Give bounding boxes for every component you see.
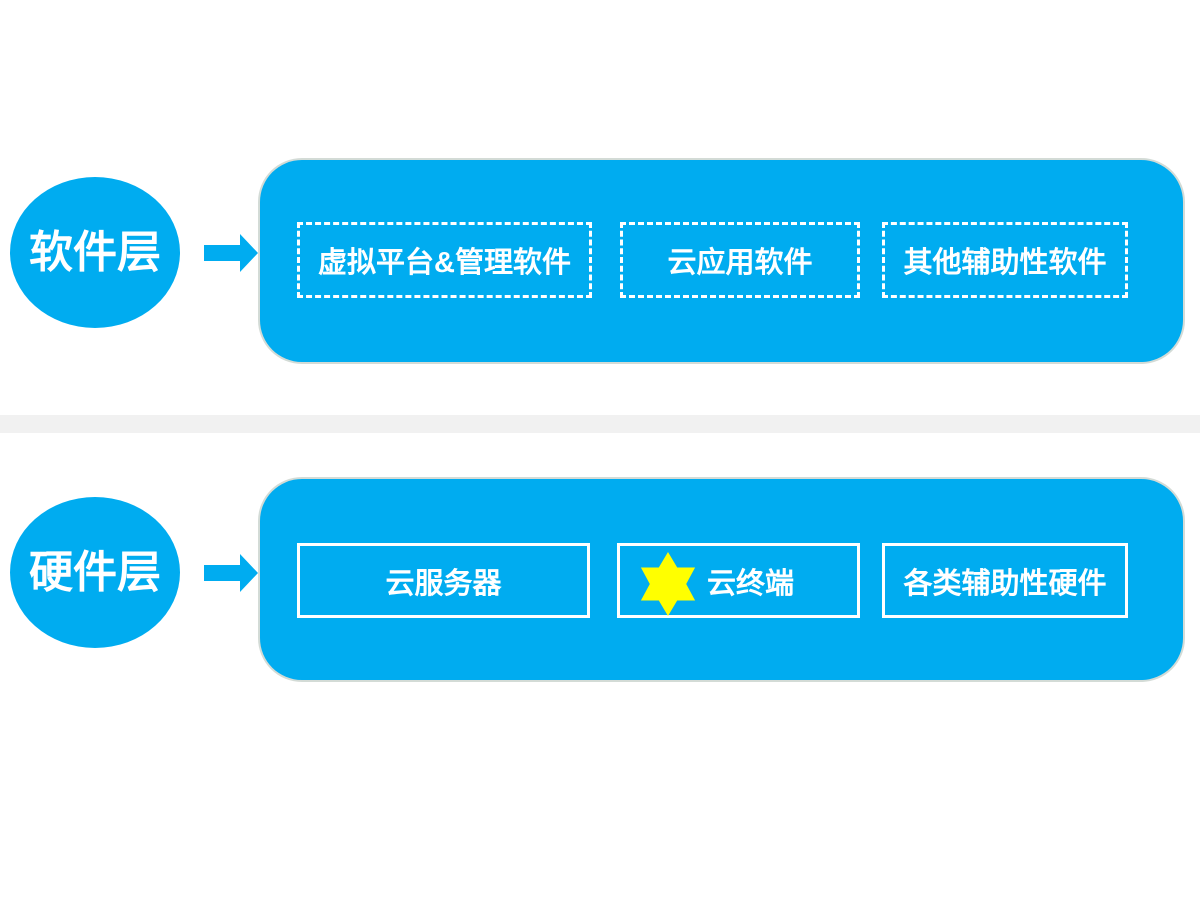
hardware-item-label: 云服务器: [385, 567, 502, 600]
hardware-item-cloud-server: 云服务器: [297, 543, 590, 618]
hardware-layer-badge: 硬件层: [10, 497, 180, 648]
hardware-item-other-hardware: 各类辅助性硬件: [882, 543, 1128, 618]
software-item-label: 虚拟平台&管理软件: [318, 247, 571, 279]
software-layer-panel: [260, 160, 1183, 362]
software-item-other-software: 其他辅助性软件: [882, 222, 1128, 298]
software-layer-badge: 软件层: [10, 177, 180, 328]
six-pointed-star-icon: [640, 551, 696, 616]
software-item-label: 云应用软件: [667, 247, 813, 279]
hardware-item-cloud-terminal: 云终端: [617, 543, 860, 618]
hardware-layer-label: 硬件层: [29, 547, 161, 597]
software-item-label: 其他辅助性软件: [903, 247, 1107, 279]
hardware-layer-panel: [260, 479, 1183, 680]
software-layer-label: 软件层: [29, 227, 161, 277]
section-divider: [0, 415, 1200, 433]
software-item-cloud-apps: 云应用软件: [620, 222, 860, 298]
arrow-right-icon: [204, 554, 258, 592]
arrow-right-icon: [204, 234, 258, 272]
hardware-item-label: 云终端: [707, 567, 795, 600]
hardware-item-label: 各类辅助性硬件: [903, 567, 1107, 600]
software-item-virtual-platform: 虚拟平台&管理软件: [297, 222, 592, 298]
